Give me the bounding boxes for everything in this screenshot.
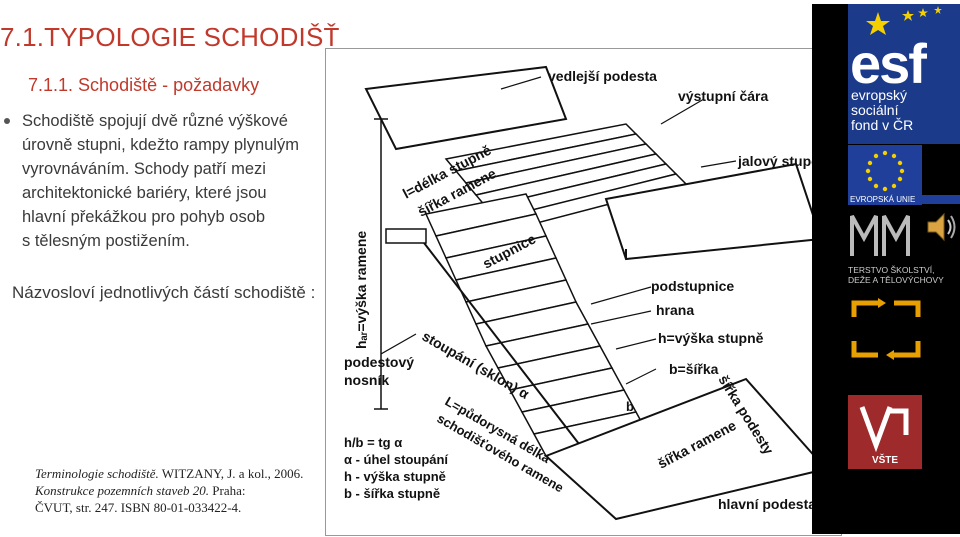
slide-subtitle: 7.1.1. Schodiště - požadavky — [28, 75, 260, 95]
esf-line: evropský — [851, 87, 908, 103]
bullet-dot-icon — [4, 118, 10, 124]
label-b: b — [626, 399, 634, 414]
staircase-drawing: vedlejší podesta výstupní čára jalový st… — [344, 65, 828, 521]
bullet-line: architektonické bariéry, které jsou — [22, 184, 267, 202]
msmt-logo-icon — [848, 210, 918, 260]
msmt-line: TERSTVO ŠKOLSTVÍ, — [848, 265, 935, 275]
msmt-line: DEŽE A TĚLOVÝCHOVY — [848, 275, 944, 285]
label-edge: hrana — [656, 302, 694, 318]
citation-authors: WITZANY, J. a kol., 2006. — [158, 466, 304, 481]
citation-place: Praha: — [209, 483, 246, 498]
vste-logo: VŠTE — [848, 395, 922, 469]
upper-landing — [364, 65, 568, 151]
landing-beam — [385, 228, 427, 244]
staircase-diagram: vedlejší podesta výstupní čára jalový st… — [325, 48, 842, 536]
bullet-line: úrovně stupni, kdežto rampy plynulým — [22, 136, 299, 154]
label-riser: podstupnice — [651, 278, 734, 294]
legend-line-3: h - výška stupně — [344, 469, 446, 484]
stringer — [420, 238, 607, 480]
legend-line-1: h/b = tg α — [344, 435, 402, 450]
upper-flight — [444, 123, 688, 232]
bullet-line: hlavní překážkou pro pohyb osob — [22, 208, 266, 226]
bullet-line: Schodiště spojují dvě různé výškové — [22, 112, 288, 130]
esf-line: sociální — [851, 102, 899, 118]
slide-title: 7.1.TYPOLOGIE SCHODIŠŤ — [0, 22, 340, 52]
eu-stars-icon — [865, 150, 905, 192]
speaker-icon[interactable] — [924, 210, 958, 244]
bullet-paragraph: Schodiště spojují dvě různé výškové úrov… — [0, 109, 325, 253]
label-landing-beam-2: nosník — [344, 372, 389, 388]
citation: Terminologie schodiště. WITZANY, J. a ko… — [35, 465, 335, 516]
bullet-line: vyrovnáváním. Schody patří mezi — [22, 160, 266, 178]
label-step-width: b=šířka — [669, 361, 719, 377]
main-flight — [424, 193, 650, 457]
label-step-height: h=výška stupně — [658, 330, 764, 346]
msmt-text: TERSTVO ŠKOLSTVÍ, DEŽE A TĚLOVÝCHOVY — [848, 265, 960, 285]
label-landing-beam: podestový — [344, 354, 414, 370]
naming-intro: Názvosloví jednotlivých částí schodiště … — [12, 283, 316, 302]
op-logo-icon — [848, 297, 924, 361]
legend-line-4: b - šířka stupně — [344, 486, 440, 501]
label-flight-height: hₐᵣ=výška ramene — [353, 231, 369, 349]
eu-label: EVROPSKÁ UNIE — [848, 195, 960, 204]
star-icon — [866, 6, 942, 35]
esf-tagline: evropský sociální fond v ČR — [851, 88, 913, 133]
vste-mark-icon: VŠTE — [859, 406, 909, 466]
esf-logo-block — [848, 4, 960, 144]
label-secondary-landing: vedlejší podesta — [548, 68, 657, 84]
label-exit-line: výstupní čára — [678, 88, 768, 104]
label-idle-step: jalový stupeň — [737, 153, 827, 169]
citation-book: Konstrukce pozemních staveb 20. — [35, 483, 210, 498]
esf-mark: esf — [850, 32, 927, 95]
esf-line: fond v ČR — [851, 117, 914, 133]
citation-title: Terminologie schodiště. — [35, 466, 159, 481]
label-arrows — [380, 76, 737, 385]
legend-line-2: α - úhel stoupání — [344, 452, 448, 467]
label-main-landing: hlavní podesta — [718, 496, 816, 512]
citation-isbn: ČVUT, str. 247. ISBN 80-01-033422-4. — [35, 500, 242, 515]
bullet-line: s tělesným postižením. — [22, 232, 190, 250]
vste-label: VŠTE — [872, 453, 898, 466]
